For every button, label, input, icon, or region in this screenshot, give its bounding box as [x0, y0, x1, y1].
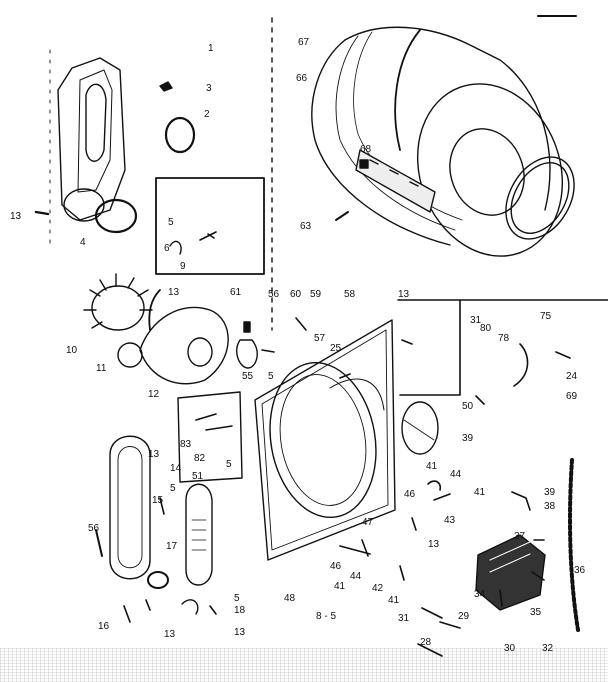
blower-assembly — [83, 273, 229, 385]
inset-box-thermostat — [155, 177, 265, 275]
callout-25: 25 — [330, 343, 342, 354]
callout-34: 34 — [474, 589, 486, 600]
callout-69: 69 — [566, 391, 578, 402]
callout-14: 14 — [170, 463, 182, 474]
callout-10: 10 — [66, 345, 78, 356]
clip-3 — [159, 81, 173, 92]
callout-31: 31 — [398, 613, 410, 624]
callout-3: 3 — [206, 83, 212, 94]
screw-13a — [34, 210, 50, 216]
callout-80: 80 — [480, 323, 492, 334]
callout-51: 51 — [192, 471, 204, 482]
frame-outline — [397, 299, 461, 396]
drum-support-pad — [401, 401, 439, 455]
lint-filter — [185, 483, 213, 586]
callout-66: 66 — [296, 73, 308, 84]
callout-13-top-right: 13 — [398, 289, 410, 300]
exhaust-duct — [95, 435, 151, 580]
callout-1: 1 — [208, 43, 214, 54]
callout-44-lower: 44 — [350, 571, 362, 582]
callout-13-pulley: 13 — [164, 629, 176, 640]
callout-43: 43 — [444, 515, 456, 526]
callout-17: 17 — [166, 541, 178, 552]
callout-31-inset: 31 — [470, 315, 482, 326]
callout-39-support: 39 — [462, 433, 474, 444]
callout-67: 67 — [298, 37, 310, 48]
callout-13-panel: 13 — [428, 539, 440, 550]
callout-36: 36 — [574, 565, 586, 576]
callout-32: 32 — [542, 644, 553, 654]
callout-56: 56 — [88, 523, 100, 534]
callout-41-bottom: 41 — [388, 595, 400, 606]
callout-59: 59 — [310, 289, 322, 300]
seal-ring-4 — [94, 198, 138, 234]
callout-28: 28 — [420, 637, 432, 648]
callout-8-5: 8 - 5 — [316, 611, 337, 622]
callout-61: 61 — [230, 287, 242, 298]
callout-35: 35 — [530, 607, 542, 618]
callout-41-mid: 41 — [474, 487, 486, 498]
drum-assembly — [311, 26, 575, 257]
callout-55: 55 — [242, 371, 254, 382]
callout-13-blower: 13 — [168, 287, 180, 298]
callout-5-panel: 5 — [268, 371, 274, 382]
callout-42: 42 — [372, 583, 384, 594]
callout-83: 83 — [180, 439, 192, 450]
lamp-bulb — [236, 339, 258, 369]
callout-58: 58 — [344, 289, 356, 300]
callout-38: 38 — [544, 501, 556, 512]
callout-9: 9 — [180, 261, 186, 272]
callout-11: 11 — [96, 363, 107, 374]
callout-6: 6 — [164, 243, 170, 254]
callout-46: 46 — [404, 489, 416, 500]
callout-15: 15 — [152, 495, 164, 506]
idler-pulley — [147, 571, 169, 589]
drive-motor — [475, 534, 546, 611]
callout-37: 37 — [514, 531, 526, 542]
callout-29: 29 — [458, 611, 470, 622]
callout-13-duct: 13 — [10, 211, 22, 222]
callout-50: 50 — [462, 401, 474, 412]
callout-4: 4 — [80, 237, 86, 248]
callout-60: 60 — [290, 289, 302, 300]
callout-24: 24 — [566, 371, 578, 382]
callout-13-exhaust: 13 — [148, 449, 160, 460]
callout-16: 16 — [98, 621, 110, 632]
hardware-parts — [123, 317, 571, 657]
callout-13-bottom: 13 — [234, 627, 246, 638]
callout-46-lower: 46 — [330, 561, 342, 572]
callout-48: 48 — [284, 593, 296, 604]
callout-82: 82 — [194, 453, 206, 464]
motor-bracket — [177, 391, 243, 483]
callout-57: 57 — [314, 333, 326, 344]
callout-5-inset: 5 — [168, 217, 174, 228]
callout-78: 78 — [498, 333, 510, 344]
callout-56-top: 56 — [268, 289, 280, 300]
belt — [568, 458, 580, 632]
callout-30: 30 — [504, 644, 515, 654]
callout-2: 2 — [204, 109, 210, 120]
callout-5-bracket: 5 — [226, 459, 232, 470]
callout-63: 63 — [300, 221, 312, 232]
callout-18: 18 — [234, 605, 246, 616]
scan-noise-band — [0, 648, 608, 682]
callout-39: 39 — [544, 487, 556, 498]
callout-41-lower: 41 — [334, 581, 346, 592]
callout-47: 47 — [362, 517, 374, 528]
callout-12: 12 — [148, 389, 160, 400]
callout-41-upper: 41 — [426, 461, 438, 472]
seal-ring-2 — [164, 116, 196, 154]
callout-5-filter: 5 — [170, 483, 176, 494]
callout-44: 44 — [450, 469, 462, 480]
front-bulkhead — [254, 319, 396, 561]
callout-68: 68 — [360, 144, 372, 155]
callout-75: 75 — [540, 311, 552, 322]
lint-duct-housing — [57, 57, 126, 222]
callout-5-lower: 5 — [234, 593, 240, 604]
